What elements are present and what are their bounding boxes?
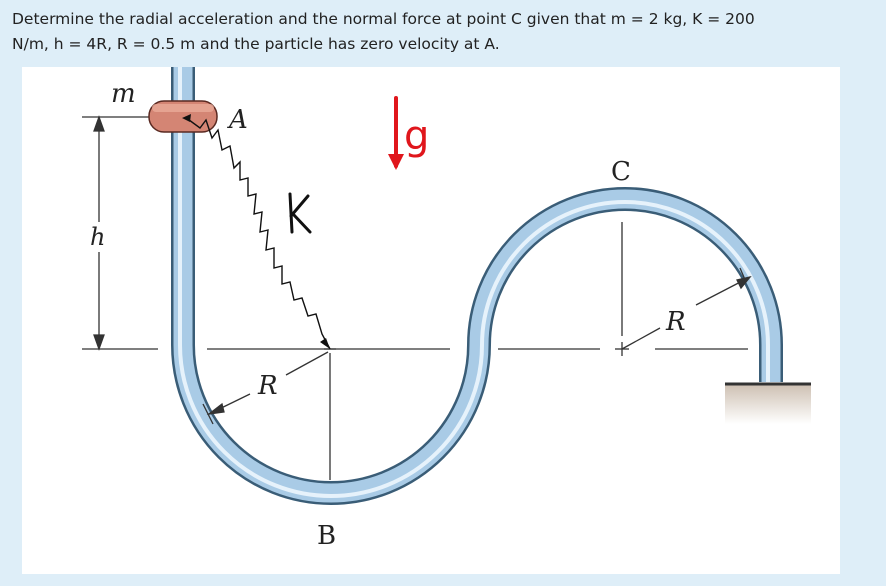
collar-highlight [152, 104, 214, 112]
reference-lines [82, 116, 748, 480]
question-line-1: Determine the radial acceleration and th… [12, 10, 755, 28]
height-label: h [90, 223, 105, 251]
mass-label: m [111, 79, 136, 109]
point-a-label: A [227, 105, 248, 135]
question-line-2: N/m, h = 4R, R = 0.5 m and the particle … [12, 35, 500, 53]
gravity-annotation: g [388, 96, 429, 170]
figure-panel: h m A K g [22, 67, 840, 574]
tube-highlight [178, 67, 770, 498]
spring-arrow [320, 338, 330, 349]
point-c-label: C [611, 157, 631, 187]
height-dimension [93, 115, 105, 351]
question-text: Determine the radial acceleration and th… [12, 7, 874, 57]
radius-left-marker [202, 351, 329, 425]
radius-right-label: R [665, 307, 686, 337]
radius-left-label: R [257, 371, 278, 401]
ground-support [725, 384, 811, 424]
spring-constant-label: K [288, 192, 312, 234]
tube-outline [171, 67, 783, 505]
radius-right-marker [621, 267, 752, 350]
point-b-label: B [317, 521, 336, 551]
spring [184, 116, 331, 350]
gravity-label: g [404, 113, 429, 159]
collar-anchor [182, 114, 191, 122]
tube-body [173, 67, 781, 503]
gravity-arrow-icon [388, 154, 404, 170]
mechanics-diagram: h m A K g [82, 67, 811, 551]
